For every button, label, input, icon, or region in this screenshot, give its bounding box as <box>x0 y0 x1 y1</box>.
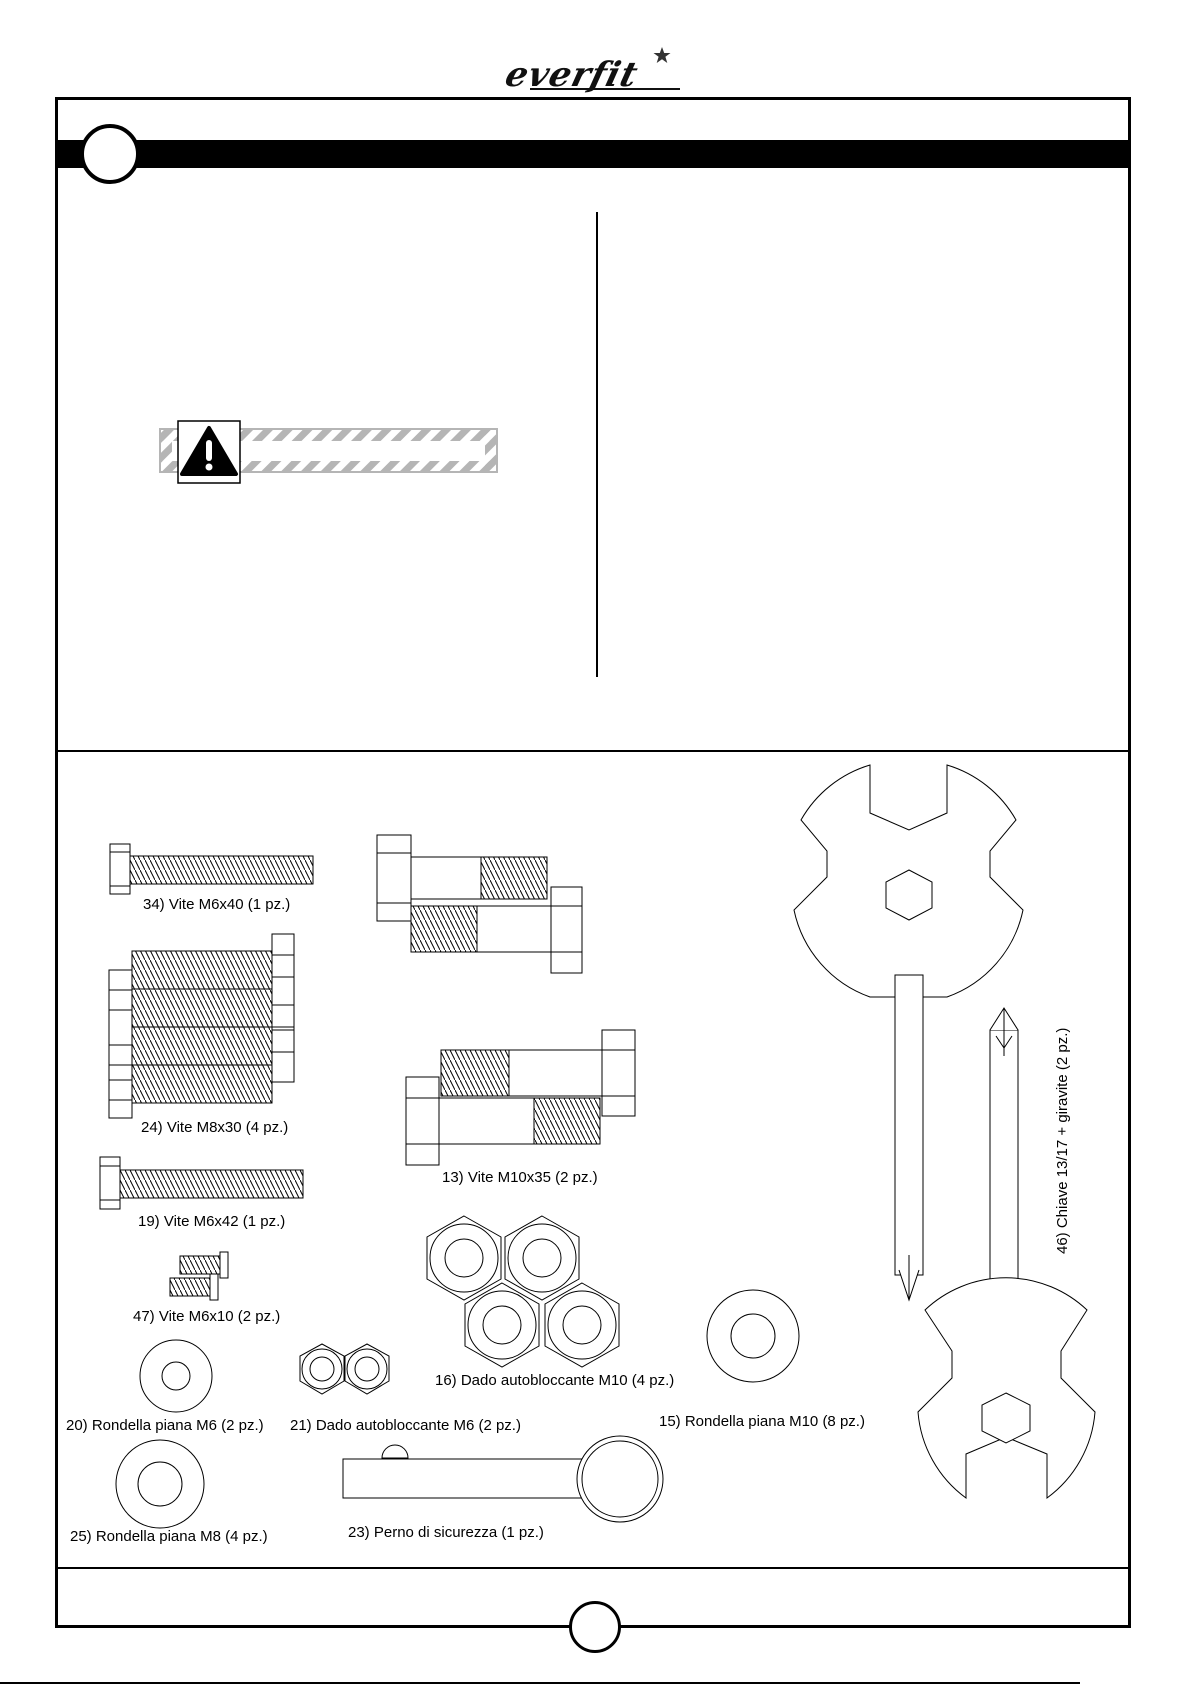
part-label-19: 19) Vite M6x42 (1 pz.) <box>138 1213 286 1230</box>
nut-m10-drawing <box>426 1215 620 1368</box>
part-label-20: 20) Rondella piana M6 (2 pz.) <box>66 1417 264 1434</box>
screw-m6x10-drawing <box>169 1251 229 1301</box>
safety-pin-drawing <box>342 1435 664 1523</box>
bolt-m8x30-drawing <box>108 933 295 1119</box>
footer-divider <box>55 1567 1131 1569</box>
washer-m8-drawing <box>115 1439 205 1529</box>
part-label-13: 13) Vite M10x35 (2 pz.) <box>442 1169 598 1186</box>
wrench-drawing <box>793 764 1096 1499</box>
bottom-rule <box>0 1682 1080 1684</box>
step-number-circle <box>80 124 140 184</box>
column-divider <box>596 212 598 677</box>
svg-text:everfit: everfit <box>501 55 642 94</box>
bolt-m6x42-drawing <box>99 1156 304 1210</box>
bolt-m10x35-top-drawing <box>376 834 583 974</box>
warning-triangle-icon <box>180 426 238 476</box>
part-label-16: 16) Dado autobloccante M10 (4 pz.) <box>435 1372 675 1389</box>
part-label-24: 24) Vite M8x30 (4 pz.) <box>141 1119 289 1136</box>
everfit-logo: everfit <box>501 47 680 94</box>
page-number-circle <box>569 1601 621 1653</box>
part-label-34: 34) Vite M6x40 (1 pz.) <box>143 896 291 913</box>
part-label-46: 46) Chiave 13/17 + giravite (2 pz.) <box>1054 1027 1071 1254</box>
warning-box <box>159 420 498 484</box>
part-label-15: 15) Rondella piana M10 (8 pz.) <box>659 1413 865 1430</box>
part-label-25: 25) Rondella piana M8 (4 pz.) <box>70 1528 268 1545</box>
part-label-47: 47) Vite M6x10 (2 pz.) <box>133 1308 281 1325</box>
nut-m6-drawing <box>299 1343 390 1395</box>
part-label-21: 21) Dado autobloccante M6 (2 pz.) <box>290 1417 521 1434</box>
washer-m10-drawing <box>706 1289 800 1383</box>
bolt-m10x35-drawing <box>405 1029 636 1166</box>
washer-m6-drawing <box>139 1339 213 1413</box>
part-label-23: 23) Perno di sicurezza (1 pz.) <box>348 1524 544 1541</box>
parts-section-divider <box>55 750 1131 752</box>
star-icon <box>653 47 671 63</box>
step-header-band <box>55 140 1131 168</box>
bolt-m6x40-drawing <box>109 843 314 895</box>
